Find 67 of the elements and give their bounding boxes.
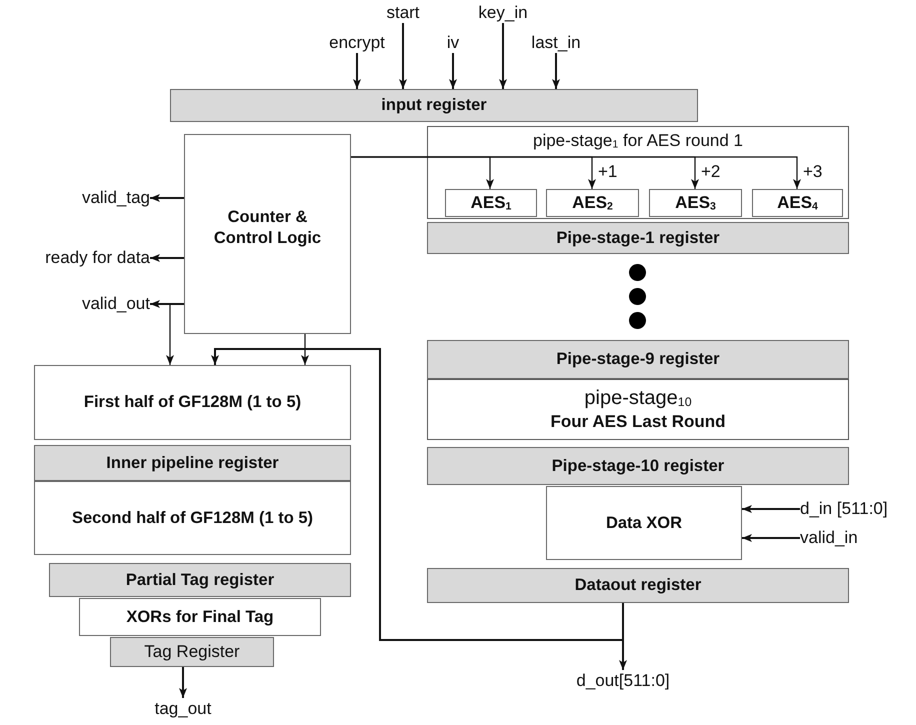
arrow xyxy=(301,334,309,365)
block-label: Pipe-stage-1 register xyxy=(556,228,720,248)
logic-block xyxy=(34,481,351,555)
arrow xyxy=(742,505,800,513)
register-bar xyxy=(427,222,849,254)
arrow xyxy=(449,53,457,89)
signal-name: key_in xyxy=(478,2,528,24)
pipe-stage-block xyxy=(427,379,849,440)
arrow xyxy=(399,23,407,89)
arrow xyxy=(351,156,801,189)
signal-name: ready for data xyxy=(45,247,150,269)
block-label: pipe-stage$_{1}$ for AES round 1 xyxy=(533,130,743,152)
control-logic-block xyxy=(184,134,351,334)
arrow xyxy=(211,348,624,641)
block-label: Partial Tag register xyxy=(126,570,274,590)
register-bar xyxy=(427,340,849,379)
block-label: XORs for Final Tag xyxy=(126,606,274,628)
arrow xyxy=(499,23,507,89)
signal-name: valid_out xyxy=(82,293,150,315)
signal-name: d_in [511:0] xyxy=(800,498,888,520)
register-bar xyxy=(170,89,698,122)
register-bar xyxy=(110,637,274,667)
block-label: Data XOR xyxy=(606,512,682,534)
aes-unit-box xyxy=(649,189,742,217)
arrow xyxy=(166,303,184,365)
aes-unit-box xyxy=(546,189,639,217)
block-label: AES$_{1}$ xyxy=(470,192,512,214)
signal-name: start xyxy=(386,2,420,24)
signal-name: last_in xyxy=(531,32,581,54)
logic-block xyxy=(79,598,321,636)
block-label: input register xyxy=(381,95,487,116)
logic-block xyxy=(34,365,351,440)
block-label: Second half of GF128M (1 to 5) xyxy=(72,508,314,528)
block-label: AES$_{3}$ xyxy=(675,192,716,214)
aes-unit-box xyxy=(445,189,537,217)
arrow xyxy=(353,53,361,89)
arrow xyxy=(150,300,184,308)
block-label: Dataout register xyxy=(574,575,702,596)
signal-name: iv xyxy=(446,32,460,54)
register-bar xyxy=(427,568,849,603)
block-label: Counter & Control Logic xyxy=(212,207,322,248)
pipe-stage-block xyxy=(427,126,849,219)
arrow xyxy=(619,603,627,670)
logic-block xyxy=(546,486,742,560)
signal-name: valid_tag xyxy=(82,187,150,209)
register-bar xyxy=(49,563,351,597)
block-label: First half of GF128M (1 to 5) xyxy=(84,392,302,413)
block-label: Inner pipeline register xyxy=(106,452,279,474)
signal-name: encrypt xyxy=(329,32,385,54)
block-label: Pipe-stage-10 register xyxy=(552,456,724,476)
arrow xyxy=(179,667,187,698)
signal-name: tag_out xyxy=(154,698,212,720)
register-bar xyxy=(34,445,351,481)
block-label: Pipe-stage-9 register xyxy=(556,349,720,370)
signal-name: d_out[511:0] xyxy=(576,670,670,692)
block-label: AES$_{2}$ xyxy=(572,192,613,214)
aes-unit-box xyxy=(752,189,843,217)
block-label: pipe-stage$_{10}$ xyxy=(584,386,692,412)
register-bar xyxy=(427,447,849,485)
block-label: Four AES Last Round xyxy=(550,411,726,433)
arrow xyxy=(150,254,184,262)
block-label: Tag Register xyxy=(144,641,240,663)
arrow xyxy=(742,534,800,542)
signal-name: valid_in xyxy=(800,527,858,549)
block-label: AES$_{4}$ xyxy=(777,192,818,214)
arrow xyxy=(150,194,184,202)
arrow xyxy=(552,53,560,89)
